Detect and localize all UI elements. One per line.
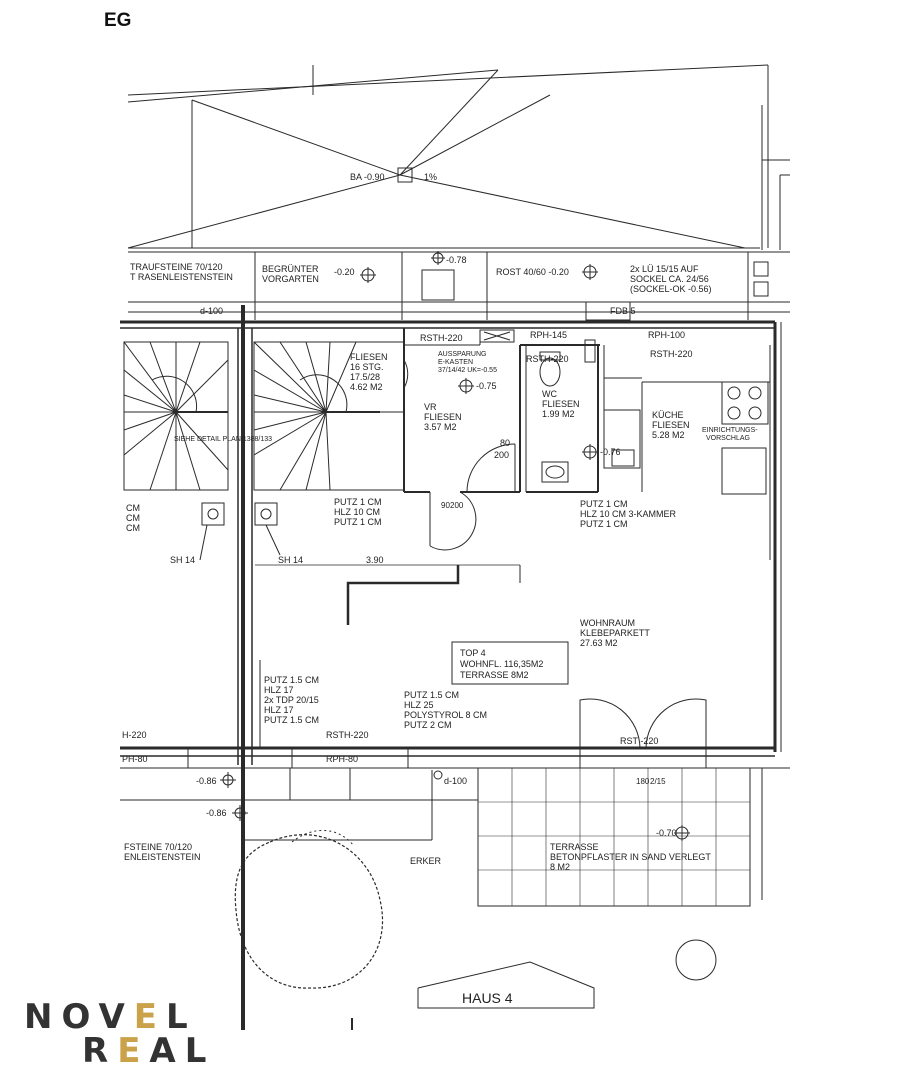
- d100-bottom: d-100: [444, 776, 467, 786]
- ext-4: PUTZ 2 CM: [404, 720, 452, 730]
- lu-label-2: SOCKEL CA. 24/56: [630, 274, 709, 284]
- kitchen-room-3: 5.28 M2: [652, 430, 685, 440]
- rost-label: ROST 40/60 -0.20: [496, 267, 569, 277]
- kitchen-room-2: FLIESEN: [652, 420, 690, 430]
- lu-label-1: 2x LÜ 15/15 AUF: [630, 264, 699, 274]
- living-room-3: 27.63 M2: [580, 638, 618, 648]
- cm-3: CM: [126, 523, 140, 533]
- unit-terrace: TERRASSE 8M2: [460, 670, 529, 680]
- terrace-room-3: 8 M2: [550, 862, 570, 872]
- rsth-left: H-220: [122, 730, 147, 740]
- terrace-room-1: TERRASSE: [550, 842, 599, 852]
- putz-1: PUTZ 1 CM: [334, 497, 382, 507]
- level-078: -0.78: [446, 255, 467, 265]
- living-room-1: WOHNRAUM: [580, 618, 635, 628]
- putz-6: PUTZ 1 CM: [580, 519, 628, 529]
- w180: 180: [636, 777, 650, 786]
- house-label: HAUS 4: [462, 990, 513, 1006]
- wall-5: PUTZ 1.5 CM: [264, 715, 319, 725]
- level-076: -0.76: [600, 447, 621, 457]
- fsteine-1: FSTEINE 70/120: [124, 842, 192, 852]
- putz-2: HLZ 10 CM: [334, 507, 380, 517]
- wc-room-3: 1.99 M2: [542, 409, 575, 419]
- terrace-room-2: BETONPFLASTER IN SAND VERLEGT: [550, 852, 711, 862]
- dim-390: 3.90: [366, 555, 384, 565]
- w215: 2/15: [650, 777, 666, 786]
- rph-145: RPH-145: [530, 330, 567, 340]
- wc-room-1: WC: [542, 389, 557, 399]
- wall-1: PUTZ 1.5 CM: [264, 675, 319, 685]
- d100-top: d-100: [200, 306, 223, 316]
- level-020: -0.20: [334, 267, 355, 277]
- ext-1: PUTZ 1.5 CM: [404, 690, 459, 700]
- living-room-2: KLEBEPARKETT: [580, 628, 650, 638]
- putz-4: PUTZ 1 CM: [580, 499, 628, 509]
- einrichtung-2: VORSCHLAG: [706, 435, 750, 442]
- rsth-b: RSTH-220: [526, 354, 569, 364]
- trauf-label-1: TRAUFSTEINE 70/120: [130, 262, 223, 272]
- wall-4: HLZ 17: [264, 705, 294, 715]
- kitchen-room-1: KÜCHE: [652, 410, 684, 420]
- level-086a: -0.86: [196, 776, 217, 786]
- aussparung-3: 37/14/42 UK=-0.55: [438, 367, 497, 374]
- stairs-room-2: 16 STG.: [350, 362, 384, 372]
- vr-room-1: VR: [424, 402, 437, 412]
- rph-left: PH-80: [122, 754, 148, 764]
- rsth-a: RSTH-220: [420, 333, 463, 343]
- door-200: 200: [494, 450, 509, 460]
- vr-room-2: FLIESEN: [424, 412, 462, 422]
- unit-top: TOP 4: [460, 648, 486, 658]
- page-title: EG: [104, 10, 132, 31]
- wc-room-2: FLIESEN: [542, 399, 580, 409]
- wall-3: 2x TDP 20/15: [264, 695, 319, 705]
- detail-label: SIEHE DETAIL PLAN 1388/133: [174, 436, 272, 443]
- cm-2: CM: [126, 513, 140, 523]
- stairs-room-4: 4.62 M2: [350, 382, 383, 392]
- brand-logo: NOVEL REAL: [24, 1000, 215, 1068]
- brand-line-1: NOVEL: [24, 997, 197, 1037]
- sh14-a: SH 14: [170, 555, 195, 565]
- stairs-room-3: 17.5/28: [350, 372, 380, 382]
- aussparung-1: AUSSPARUNG: [438, 351, 487, 358]
- brand-line-2: REAL: [82, 1031, 216, 1071]
- level-070: -0.70: [656, 828, 677, 838]
- wall-2: HLZ 17: [264, 685, 294, 695]
- putz-3: PUTZ 1 CM: [334, 517, 382, 527]
- vorgarten-label-1: BEGRÜNTER: [262, 264, 319, 274]
- ba-pct-label: 1%: [424, 172, 437, 182]
- aussparung-2: E-KASTEN: [438, 359, 473, 366]
- rst-220: RST -220: [620, 736, 658, 746]
- vorgarten-label-2: VORGARTEN: [262, 274, 319, 284]
- door-200b: 200: [450, 501, 464, 510]
- rsth-c: RSTH-220: [650, 349, 693, 359]
- trauf-label-2: T RASENLEISTENSTEIN: [130, 272, 233, 282]
- einrichtung-1: EINRICHTUNGS-: [702, 427, 758, 434]
- rph-100: RPH-100: [648, 330, 685, 340]
- rsth-bottom: RSTH-220: [326, 730, 369, 740]
- sh14-b: SH 14: [278, 555, 303, 565]
- door-90: 90: [441, 501, 450, 510]
- fsteine-2: ENLEISTENSTEIN: [124, 852, 201, 862]
- erker-label: ERKER: [410, 856, 442, 866]
- level-075: -0.75: [476, 381, 497, 391]
- unit-area: WOHNFL. 116,35M2: [460, 659, 543, 669]
- lu-label-3: (SOCKEL-OK -0.56): [630, 284, 712, 294]
- fdb-label: FDB 5: [610, 306, 636, 316]
- rph-80: RPH-80: [326, 754, 358, 764]
- ba-label: BA -0.90: [350, 172, 385, 182]
- cm-1: CM: [126, 503, 140, 513]
- putz-5: HLZ 10 CM 3-KAMMER: [580, 509, 677, 519]
- ext-3: POLYSTYROL 8 CM: [404, 710, 487, 720]
- level-086b: -0.86: [206, 808, 227, 818]
- vr-room-3: 3.57 M2: [424, 422, 457, 432]
- stairs-room-1: FLIESEN: [350, 352, 388, 362]
- ext-2: HLZ 25: [404, 700, 434, 710]
- door-80: 80: [500, 438, 510, 448]
